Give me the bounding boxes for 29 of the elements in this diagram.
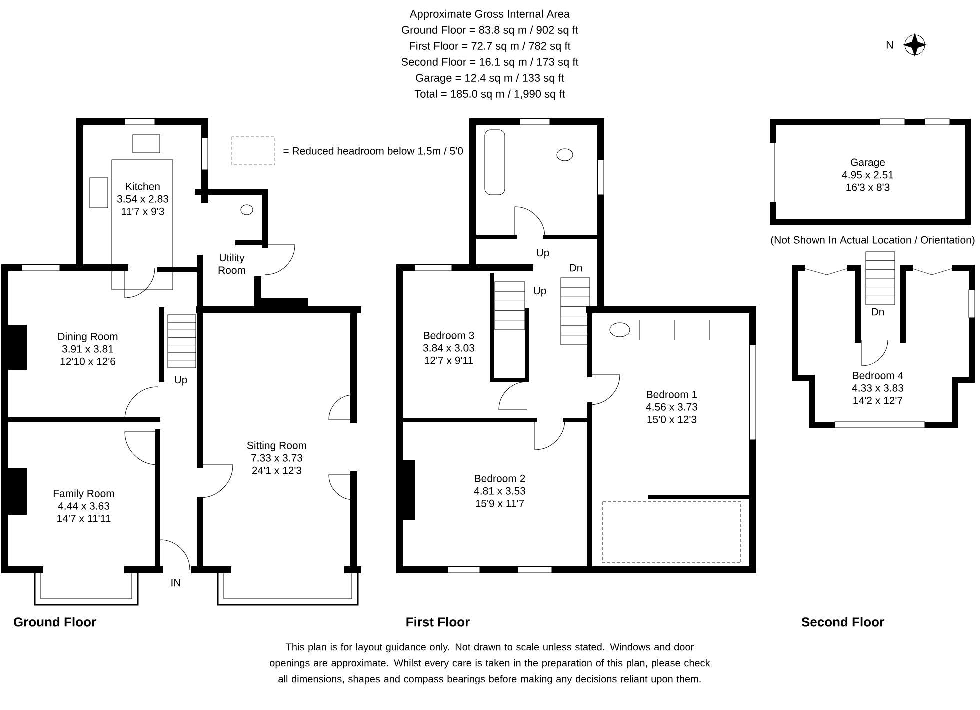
room-label: Bedroom 2 4.81 x 3.53 15'9 x 11'7 xyxy=(474,474,526,508)
north-label: N xyxy=(886,41,894,49)
disclaimer: This plan is for layout guidance only. Not drawn to scale unless stated. Windows and door openings are approximate. Whilst every care is taken in the preparation of this plan, please check all dimensions, shapes and compass bearings before making any decisions reliant upon them. xyxy=(270,643,710,685)
heading: Approximate Gross Internal Area xyxy=(410,10,570,20)
entrance-label: IN xyxy=(172,579,180,587)
room-label: Garage 4.95 x 2.51 16'3 x 8'3 xyxy=(842,158,894,192)
floor-title: Second Floor xyxy=(802,617,884,627)
room-label: Bedroom 4 4.33 x 3.83 14'2 x 12'7 xyxy=(852,372,904,404)
room-label: Utility Room xyxy=(218,254,246,274)
area-line: Total = 185.0 sq m / 1,990 sq ft xyxy=(414,90,566,100)
stair-label: Dn xyxy=(570,264,582,272)
note: (Not Shown In Actual Location / Orientation) xyxy=(771,236,975,246)
area-line: Garage = 12.4 sq m / 133 sq ft xyxy=(416,74,564,84)
floor-title: Ground Floor xyxy=(14,617,96,627)
area-line: Second Floor = 16.1 sq m / 173 sq ft xyxy=(402,58,579,68)
floor-title: First Floor xyxy=(406,617,470,627)
area-line: First Floor = 72.7 sq m / 782 sq ft xyxy=(410,42,571,52)
stair-label: Up xyxy=(175,376,188,386)
room-label: Kitchen 3.54 x 2.83 11'7 x 9'3 xyxy=(117,182,168,216)
area-line: Ground Floor = 83.8 sq m / 902 sq ft xyxy=(402,26,578,36)
stair-label: Up xyxy=(537,249,550,259)
room-label: Sitting Room 7.33 x 3.73 24'1 x 12'3 xyxy=(247,442,306,474)
room-label: Bedroom 3 3.84 x 3.03 12'7 x 9'11 xyxy=(423,332,474,364)
stair-label: Up xyxy=(534,287,546,297)
room-label: Dining Room 3.91 x 3.81 12'10 x 12'6 xyxy=(58,332,118,366)
legend-text: = Reduced headroom below 1.5m / 5'0 xyxy=(284,147,464,155)
room-label: Family Room 4.44 x 3.63 14'7 x 11'11 xyxy=(54,490,114,522)
room-label: Bedroom 1 4.56 x 3.73 15'0 x 12'3 xyxy=(646,390,698,424)
stair-label: Dn xyxy=(872,308,884,316)
